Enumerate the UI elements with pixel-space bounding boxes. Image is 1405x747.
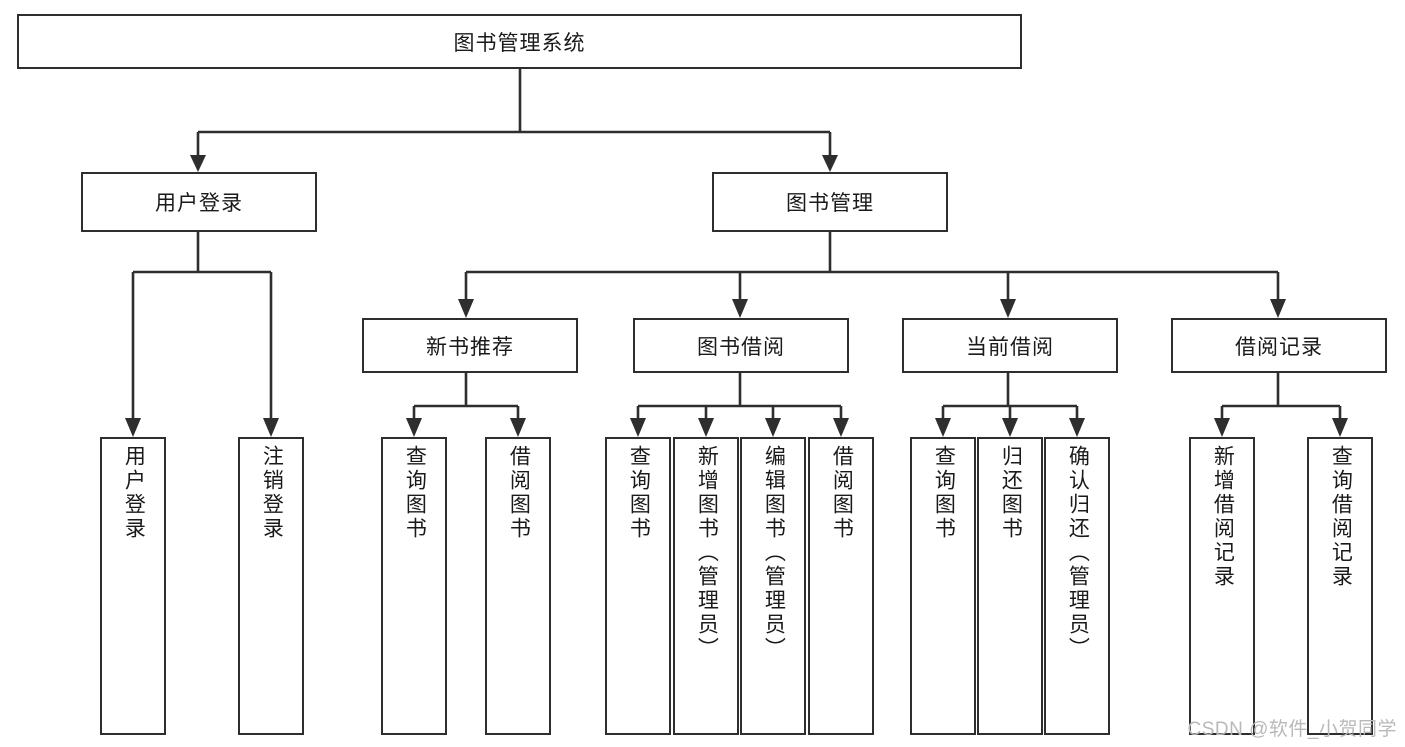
node-label: 图书借阅 (697, 335, 785, 359)
node-label: 图书管理系统 (453, 31, 586, 55)
node-label: 查询图书 (932, 445, 956, 541)
node-label: 编辑图书（管理员） (762, 445, 786, 661)
node-label: 用户登录 (155, 192, 243, 215)
node-borrow-records[interactable]: 借阅记录 (1171, 318, 1387, 373)
node-book-management[interactable]: 图书管理 (712, 172, 948, 232)
leaf-add-borrow-record[interactable]: 新增借阅记录 (1189, 437, 1255, 735)
node-label: 新书推荐 (426, 335, 514, 359)
leaf-query-borrow-record[interactable]: 查询借阅记录 (1307, 437, 1373, 735)
node-label: 确认归还（管理员） (1066, 445, 1090, 661)
node-user-login[interactable]: 用户登录 (81, 172, 317, 232)
node-new-book-recommend[interactable]: 新书推荐 (362, 318, 578, 373)
node-label: 借阅记录 (1235, 335, 1323, 359)
leaf-edit-book-admin[interactable]: 编辑图书（管理员） (740, 437, 806, 735)
node-label: 图书管理 (786, 192, 874, 215)
node-root-system[interactable]: 图书管理系统 (17, 14, 1022, 69)
node-label: 新增借阅记录 (1211, 445, 1235, 589)
leaf-add-book-admin[interactable]: 新增图书（管理员） (673, 437, 739, 735)
node-book-borrow[interactable]: 图书借阅 (633, 318, 849, 373)
node-label: 查询图书 (403, 445, 427, 541)
leaf-borrow-books[interactable]: 借阅图书 (808, 437, 874, 735)
node-label: 注销登录 (260, 445, 284, 541)
node-label: 借阅图书 (507, 445, 531, 541)
leaf-logout[interactable]: 注销登录 (238, 437, 304, 735)
leaf-confirm-return-admin[interactable]: 确认归还（管理员） (1044, 437, 1110, 735)
node-label: 查询图书 (627, 445, 651, 541)
node-label: 当前借阅 (966, 335, 1054, 359)
leaf-query-books-recommend[interactable]: 查询图书 (381, 437, 447, 735)
node-current-borrow[interactable]: 当前借阅 (902, 318, 1118, 373)
node-label: 新增图书（管理员） (695, 445, 719, 661)
leaf-user-login[interactable]: 用户登录 (100, 437, 166, 735)
leaf-query-books-current[interactable]: 查询图书 (910, 437, 976, 735)
leaf-return-books[interactable]: 归还图书 (977, 437, 1043, 735)
node-label: 借阅图书 (830, 445, 854, 541)
node-label: 归还图书 (999, 445, 1023, 541)
node-label: 查询借阅记录 (1329, 445, 1353, 589)
node-label: 用户登录 (122, 445, 146, 541)
leaf-borrow-books-recommend[interactable]: 借阅图书 (485, 437, 551, 735)
leaf-query-books-borrow[interactable]: 查询图书 (605, 437, 671, 735)
